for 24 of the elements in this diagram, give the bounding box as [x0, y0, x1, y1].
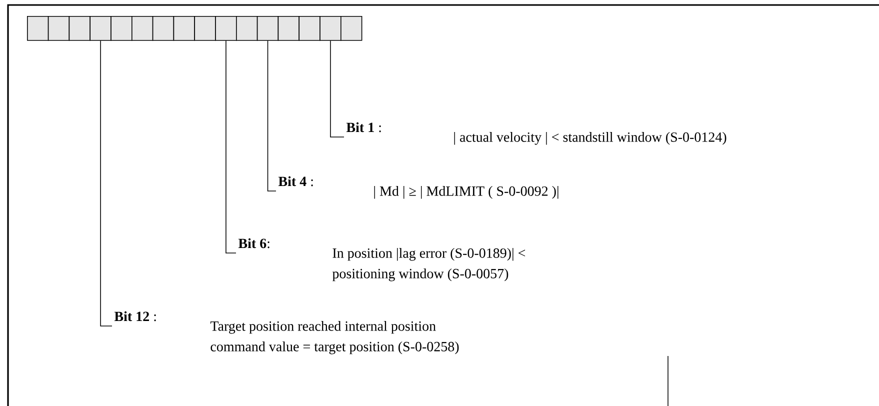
bit-cell: [90, 16, 112, 41]
bit-cell: [256, 16, 279, 41]
bit-cell: [48, 16, 70, 41]
bit-cell: [68, 16, 90, 41]
bit-description: Bit 6: In position |lag error (S-0-0189)| < positioning window (S-0-0057): [238, 238, 526, 282]
bit-cell: [215, 16, 237, 41]
bit-cell: [152, 16, 174, 41]
bit-cell: [278, 16, 300, 41]
bit-cell: [173, 16, 196, 41]
bit-cell: [236, 16, 258, 41]
bit-cell: [110, 16, 132, 41]
bit-cell: [132, 16, 154, 41]
bit-description: Bit 12 : Target position reached internal position command value = target position (S-0-0258): [114, 311, 459, 354]
bit-cell: [340, 16, 362, 41]
leader-line: [100, 40, 112, 326]
bit-cell: [298, 16, 320, 41]
leader-line: [226, 40, 236, 254]
bit-description: Bit 4 : | Md | ≥ | MdLIMIT ( S-0-0092 )|: [278, 176, 558, 199]
bit-description: Bit 1 : | actual velocity | < standstill window (S-0-0124): [346, 122, 726, 145]
bit-cell: [320, 16, 342, 41]
bit-cell: [194, 16, 216, 41]
bit-cell: [27, 16, 49, 41]
leader-line: [330, 40, 344, 138]
leader-line: [267, 40, 276, 192]
